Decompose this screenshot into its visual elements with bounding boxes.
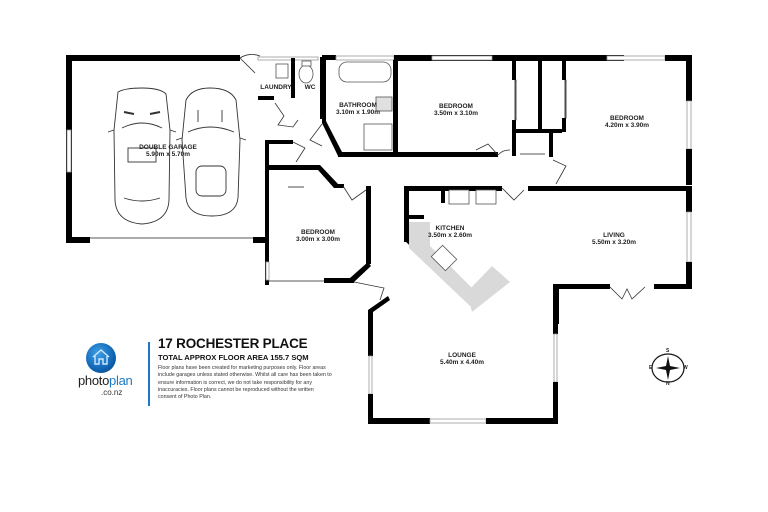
room-label-lounge: LOUNGE 5.40m x 4.40m	[440, 352, 484, 366]
room-name: BEDROOM	[610, 115, 644, 122]
compass-rose-icon: S E W N	[648, 348, 688, 388]
compass-right-label: W	[683, 365, 688, 371]
room-name: LAUNDRY	[260, 84, 292, 91]
living-french-doors	[609, 286, 646, 300]
cooktop-icon	[448, 189, 470, 205]
room-dimensions: 3.50m x 2.60m	[427, 232, 473, 239]
living-door-swing	[501, 187, 525, 201]
car-right-icon	[175, 87, 247, 217]
garage-walls	[66, 55, 267, 243]
room-label-living: LIVING 5.50m x 3.20m	[592, 232, 636, 246]
room-name: DOUBLE GARAGE	[139, 144, 197, 151]
room-name: BEDROOM	[301, 229, 335, 236]
bathroom-door-swing	[309, 123, 323, 147]
room-name: KITCHEN	[435, 225, 465, 232]
lounge-walls	[368, 284, 558, 424]
room-dimensions: 3.50m x 3.10m	[433, 110, 479, 117]
room-name: LOUNGE	[448, 352, 476, 359]
bedroom1-walls	[322, 60, 567, 157]
service-walls	[257, 55, 692, 185]
hall-wall	[265, 140, 293, 144]
room-dimensions: 3.10m x 1.90m	[335, 109, 381, 116]
room-label-kitchen: KITCHEN 3.50m x 2.60m	[428, 225, 472, 239]
divider	[148, 342, 150, 406]
room-dimensions: 4.20m x 3.90m	[604, 122, 650, 129]
brand-name-part2: plan	[109, 373, 133, 388]
room-label-bedroom-1: BEDROOM 3.50m x 3.10m	[434, 103, 478, 117]
room-dimensions: 5.40m x 4.40m	[439, 359, 485, 366]
brand-logo-text: photoplan	[78, 373, 138, 388]
bedroom3-walls	[265, 165, 371, 285]
room-dimensions: 5.90m x 5.70m	[145, 151, 191, 158]
kitchen-sink-icon	[430, 244, 458, 272]
room-label-laundry: LAUNDRY	[260, 84, 292, 91]
room-dimensions: 3.00m x 3.00m	[295, 236, 341, 243]
bathtub-icon	[338, 61, 392, 83]
oven-icon	[475, 189, 497, 205]
room-name: BEDROOM	[439, 103, 473, 110]
toilet-cistern-icon	[301, 60, 312, 67]
disclaimer-text: Floor plans have been created for market…	[158, 365, 332, 401]
laundry-tub-icon	[275, 63, 289, 79]
room-label-wc: WC	[305, 84, 316, 91]
room-name: BATHROOM	[339, 102, 377, 109]
brand-domain: .co.nz	[101, 388, 123, 397]
brand-name-part1: photo	[78, 373, 110, 388]
room-label-bathroom: BATHROOM 3.10m x 1.90m	[336, 102, 380, 116]
room-label-bedroom-3: BEDROOM 3.00m x 3.00m	[296, 229, 340, 243]
room-label-bedroom-2: BEDROOM 4.20m x 3.90m	[605, 115, 649, 129]
bathroom-vanity-icon	[375, 96, 393, 112]
property-address: 17 ROCHESTER PLACE	[158, 336, 308, 351]
compass-top-label: S	[666, 348, 670, 354]
room-name: LIVING	[603, 232, 625, 239]
floor-area: TOTAL APPROX FLOOR AREA 155.7 SQM	[158, 353, 309, 362]
bedroom1-door-swing	[475, 143, 511, 156]
room-dimensions: 5.50m x 3.20m	[591, 239, 637, 246]
property-info: photoplan .co.nz 17 ROCHESTER PLACE TOTA…	[78, 336, 378, 428]
bedroom3-door-swing	[342, 185, 367, 201]
laundry-door-swing	[274, 102, 299, 128]
room-name: WC	[304, 84, 316, 91]
shower-icon	[363, 123, 393, 151]
lounge-door-swing	[353, 281, 385, 301]
kitchen-island	[467, 266, 510, 312]
toilet-icon	[298, 64, 314, 84]
garage-door-swing	[239, 54, 261, 74]
car-left-icon	[107, 87, 177, 225]
compass-left-label: E	[649, 365, 653, 371]
house-icon	[86, 343, 116, 373]
bedroom2-door-swing	[552, 159, 567, 185]
compass-bottom-label: N	[666, 381, 670, 387]
hall-door-swing	[292, 141, 306, 163]
room-label-garage: DOUBLE GARAGE 5.90m x 5.70m	[139, 144, 197, 158]
